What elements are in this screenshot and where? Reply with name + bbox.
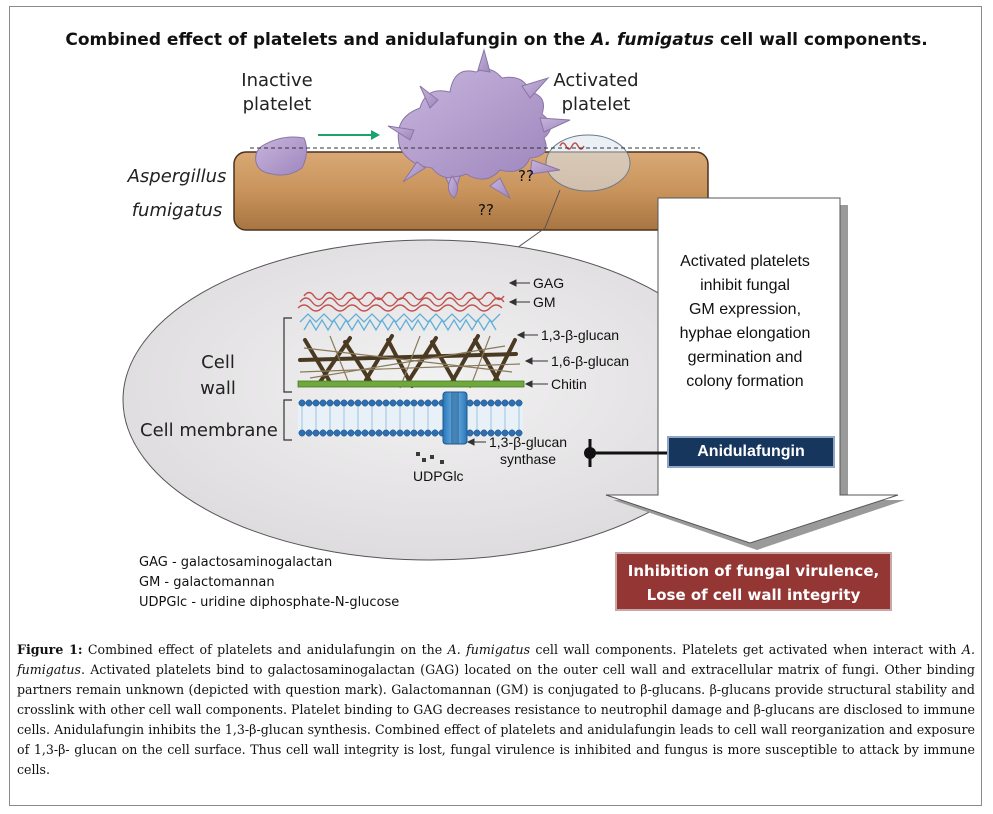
gag-label: GAG [533, 275, 565, 291]
cell-wall-line2: wall [200, 378, 236, 399]
cell-wall-label: Cell wall [188, 350, 248, 402]
effect-line: Activated platelets [680, 253, 810, 270]
cell-wall-line1: Cell [201, 352, 235, 373]
effect-line: germination and [687, 349, 803, 366]
unknown-partner-mark: ?? [478, 201, 494, 219]
inhibition-dot [584, 447, 596, 459]
synthase-line1: 1,3-β-glucan [489, 434, 568, 450]
figure-title: Combined effect of platelets and anidula… [0, 30, 993, 50]
caption-species: A. fumigatus [17, 642, 975, 677]
caption-text: cell wall components. Platelets get acti… [530, 642, 962, 657]
beta16-glucan-layer [299, 335, 521, 389]
organism-label: Aspergillus fumigatus [118, 160, 236, 228]
inactive-label-line2: platelet [242, 94, 312, 115]
organism-genus: Aspergillus [127, 166, 227, 187]
caption-species: A. fumigatus [447, 642, 531, 657]
title-species: A. fumigatus [591, 30, 715, 50]
effect-line: hyphae elongation [679, 325, 811, 342]
abbreviation-legend: GAG - galactosaminogalactan GM - galacto… [139, 553, 399, 613]
gm-layer [299, 313, 501, 332]
cell-wall-bracket [283, 317, 292, 393]
effect-line: colony formation [686, 373, 804, 390]
activated-platelet-label: Activated platelet [546, 69, 646, 117]
membrane-bracket [283, 399, 292, 441]
caption-text: Combined effect of platelets and anidula… [82, 642, 448, 657]
activated-label-line1: Activated [553, 70, 639, 91]
caption-label: Figure 1: [17, 642, 83, 657]
inactive-platelet [255, 136, 308, 176]
diagram-canvas [122, 48, 905, 561]
gag-layer [297, 291, 505, 312]
chitin-layer [297, 380, 525, 388]
beta16-glucan-label: 1,6-β-glucan [551, 353, 630, 369]
udpglc-molecules [416, 452, 444, 464]
title-text-end: cell wall components. [714, 30, 928, 50]
inactive-label-line1: Inactive [241, 70, 313, 91]
gm-label: GM [533, 294, 556, 310]
organism-species: fumigatus [131, 200, 223, 221]
legend-item: GAG - galactosaminogalactan [139, 555, 333, 570]
beta13-glucan-layer [298, 334, 518, 388]
figure-caption: Figure 1: Combined effect of platelets a… [17, 640, 975, 780]
outcome-box: Inhibition of fungal virulence, Lose of … [615, 552, 892, 611]
zoom-line [544, 189, 561, 229]
outcome-line1: Inhibition of fungal virulence, [627, 562, 880, 580]
synthase-line2: synthase [500, 451, 557, 467]
unknown-partner-mark: ?? [518, 167, 534, 185]
legend-item: UDPGlc - uridine diphosphate-N-glucose [139, 595, 400, 610]
cell-membrane-label: Cell membrane [140, 420, 278, 441]
zoom-region [545, 134, 631, 192]
beta13-glucan-label: 1,3-β-glucan [541, 327, 620, 343]
legend-item: GM - galactomannan [139, 575, 275, 590]
activated-label-line2: platelet [561, 94, 631, 115]
effect-line: inhibit fungal [700, 277, 790, 294]
membrane-bilayer [298, 399, 523, 437]
effect-line: GM expression, [688, 301, 802, 318]
component-pointers [466, 279, 548, 446]
udpglc-label: UDPGlc [413, 468, 464, 484]
title-text: Combined effect of platelets and anidula… [65, 30, 592, 50]
activation-arrowhead [371, 130, 380, 140]
chitin-label: Chitin [551, 376, 587, 392]
platelet-effects-text: Activated platelets inhibit fungal GM ex… [660, 250, 830, 394]
outcome-line2: Lose of cell wall integrity [646, 586, 861, 604]
activated-platelet [387, 48, 571, 200]
anidulafungin-box: Anidulafungin [667, 436, 835, 468]
inactive-platelet-label: Inactive platelet [232, 69, 322, 117]
synthase-label: 1,3-β-glucan synthase [489, 434, 567, 468]
caption-text: . Activated platelets bind to galactosam… [17, 662, 975, 777]
glucan-synthase-core [451, 392, 459, 444]
